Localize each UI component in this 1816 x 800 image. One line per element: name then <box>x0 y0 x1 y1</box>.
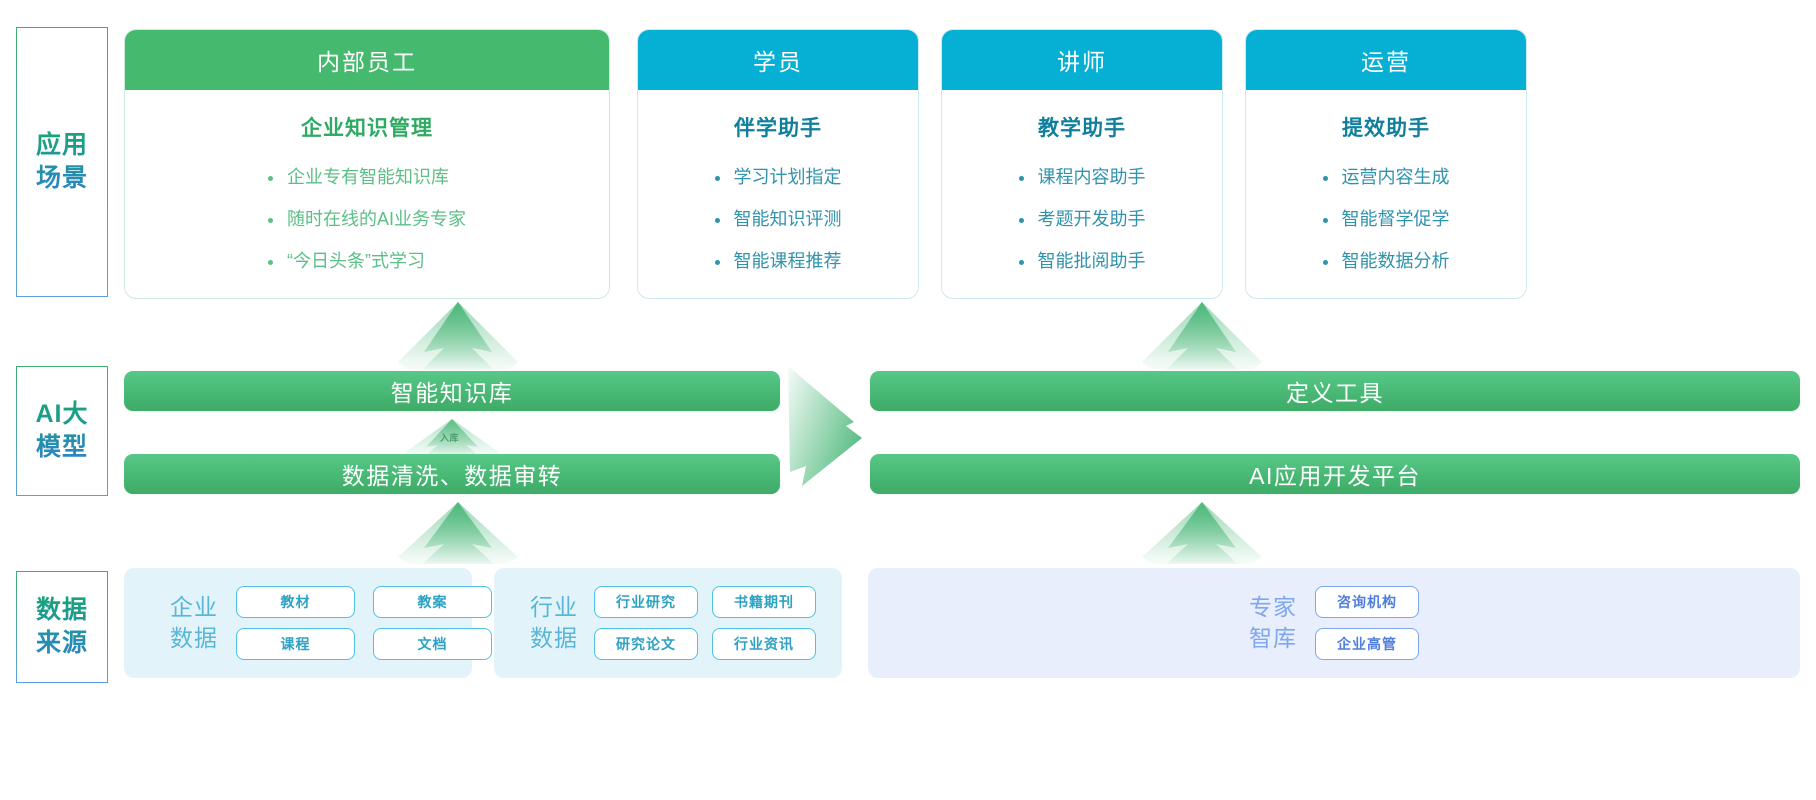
card-bullet-label: 考题开发助手 <box>1037 209 1146 229</box>
source-panel-industry-data: 行业 数据 行业研究 书籍期刊 研究论文 行业资讯 <box>494 568 842 678</box>
card-title: 教学助手 <box>1038 117 1126 140</box>
card-header-audience: 运营 <box>1246 30 1526 90</box>
card-bullet-label: 智能知识评测 <box>733 209 842 229</box>
card-bullet-label: 智能批阅助手 <box>1037 251 1146 271</box>
source-panel-label: 企业 数据 <box>170 592 218 654</box>
rail-ai-large-model: AI大 模型 <box>16 366 108 496</box>
card-bullet: 学习计划指定 <box>714 167 842 187</box>
bullet-dot-icon <box>1018 176 1024 181</box>
source-chip[interactable]: 咨询机构 <box>1315 586 1419 618</box>
bullet-dot-icon <box>714 260 720 265</box>
bullet-dot-icon <box>267 218 273 223</box>
scenario-card-internal-staff[interactable]: 内部员工 企业知识管理 企业专有智能知识库 随时在线的AI业务专家 “今日头条”… <box>124 29 610 299</box>
card-bullet-label: 随时在线的AI业务专家 <box>286 209 466 229</box>
up-arrow-icon-tools-to-apps <box>1142 302 1262 370</box>
source-label-line: 智库 <box>1249 625 1297 651</box>
source-chip[interactable]: 书籍期刊 <box>712 586 816 618</box>
card-bullet: “今日头条”式学习 <box>267 251 466 271</box>
right-arrow-icon-pipeline <box>788 366 862 486</box>
source-chip[interactable]: 企业高管 <box>1315 628 1419 660</box>
rail-label-line: 来源 <box>35 629 88 657</box>
card-title: 企业知识管理 <box>301 117 433 140</box>
source-panel-label: 行业 数据 <box>530 592 578 654</box>
ingest-arrow-label: 入库 <box>440 433 460 443</box>
scenario-card-operations[interactable]: 运营 提效助手 运营内容生成 智能督学促学 智能数据分析 <box>1245 29 1527 299</box>
card-bullet-label: 企业专有智能知识库 <box>286 167 449 187</box>
bullet-dot-icon <box>267 260 273 265</box>
source-label-line: 企业 <box>170 593 218 620</box>
scenario-card-instructor[interactable]: 讲师 教学助手 课程内容助手 考题开发助手 智能批阅助手 <box>941 29 1223 299</box>
bullet-dot-icon <box>714 218 720 223</box>
source-chip[interactable]: 研究论文 <box>594 628 698 660</box>
rail-label-line: 应用 <box>35 131 88 159</box>
rail-label-line: 场景 <box>35 164 88 192</box>
source-panel-expert-think-tank: 专家 智库 咨询机构 企业高管 <box>868 568 1800 678</box>
bullet-dot-icon <box>1322 260 1328 265</box>
card-header-audience: 学员 <box>638 30 918 90</box>
rail-application-scenarios: 应用 场景 <box>16 27 108 297</box>
bar-definition-tool[interactable]: 定义工具 <box>870 371 1800 411</box>
rail-label-line: 数据 <box>35 596 88 624</box>
source-chip[interactable]: 教材 <box>236 586 355 618</box>
source-chip[interactable]: 课程 <box>236 628 355 660</box>
up-arrow-icon-enterprise-to-model <box>398 502 518 564</box>
bar-ai-app-dev-platform[interactable]: AI应用开发平台 <box>870 454 1800 494</box>
up-arrow-icon-knowledge-to-apps <box>398 302 518 370</box>
card-bullet-label: 智能督学促学 <box>1341 209 1450 229</box>
card-header-audience: 讲师 <box>942 30 1222 90</box>
card-bullet-label: 运营内容生成 <box>1341 167 1450 187</box>
bar-data-cleaning-review[interactable]: 数据清洗、数据审转 <box>124 454 780 494</box>
source-chip[interactable]: 行业资讯 <box>712 628 816 660</box>
rail-data-sources: 数据 来源 <box>16 571 108 683</box>
card-bullet-label: 智能课程推荐 <box>733 251 842 271</box>
scenario-card-student[interactable]: 学员 伴学助手 学习计划指定 智能知识评测 智能课程推荐 <box>637 29 919 299</box>
source-panel-label: 专家 智库 <box>1249 592 1297 654</box>
source-chip[interactable]: 行业研究 <box>594 586 698 618</box>
rail-label-line: AI大 <box>35 400 89 428</box>
up-arrow-icon-industry-to-model <box>1142 502 1262 564</box>
bullet-dot-icon <box>1018 260 1024 265</box>
bullet-dot-icon <box>1322 218 1328 223</box>
card-bullet-label: “今日头条”式学习 <box>286 251 425 271</box>
source-label-line: 数据 <box>530 625 578 651</box>
card-bullet: 智能批阅助手 <box>1018 251 1146 271</box>
card-bullet: 考题开发助手 <box>1018 209 1146 229</box>
source-label-line: 数据 <box>170 625 218 651</box>
bullet-dot-icon <box>267 176 273 181</box>
source-label-line: 专家 <box>1249 593 1297 620</box>
card-bullet: 智能知识评测 <box>714 209 842 229</box>
source-chip[interactable]: 教案 <box>373 586 492 618</box>
source-chip[interactable]: 文档 <box>373 628 492 660</box>
card-bullet: 企业专有智能知识库 <box>267 167 466 187</box>
bullet-dot-icon <box>1018 218 1024 223</box>
card-title: 提效助手 <box>1342 117 1430 140</box>
card-bullet-label: 学习计划指定 <box>733 167 842 187</box>
bullet-dot-icon <box>1322 176 1328 181</box>
card-bullet-label: 课程内容助手 <box>1037 167 1146 187</box>
card-title: 伴学助手 <box>734 117 822 140</box>
card-bullet: 运营内容生成 <box>1322 167 1450 187</box>
source-label-line: 行业 <box>530 593 578 620</box>
source-panel-enterprise-data: 企业 数据 教材 教案 课程 文档 <box>124 568 492 678</box>
card-bullet: 智能数据分析 <box>1322 251 1450 271</box>
rail-label-line: 模型 <box>35 433 88 461</box>
card-header-audience: 内部员工 <box>125 30 609 90</box>
card-bullet: 课程内容助手 <box>1018 167 1146 187</box>
card-bullet: 随时在线的AI业务专家 <box>267 209 466 229</box>
card-bullet: 智能课程推荐 <box>714 251 842 271</box>
card-bullet: 智能督学促学 <box>1322 209 1450 229</box>
card-bullet-label: 智能数据分析 <box>1341 251 1450 271</box>
bar-intelligent-knowledge-base[interactable]: 智能知识库 <box>124 371 780 411</box>
bullet-dot-icon <box>714 176 720 181</box>
